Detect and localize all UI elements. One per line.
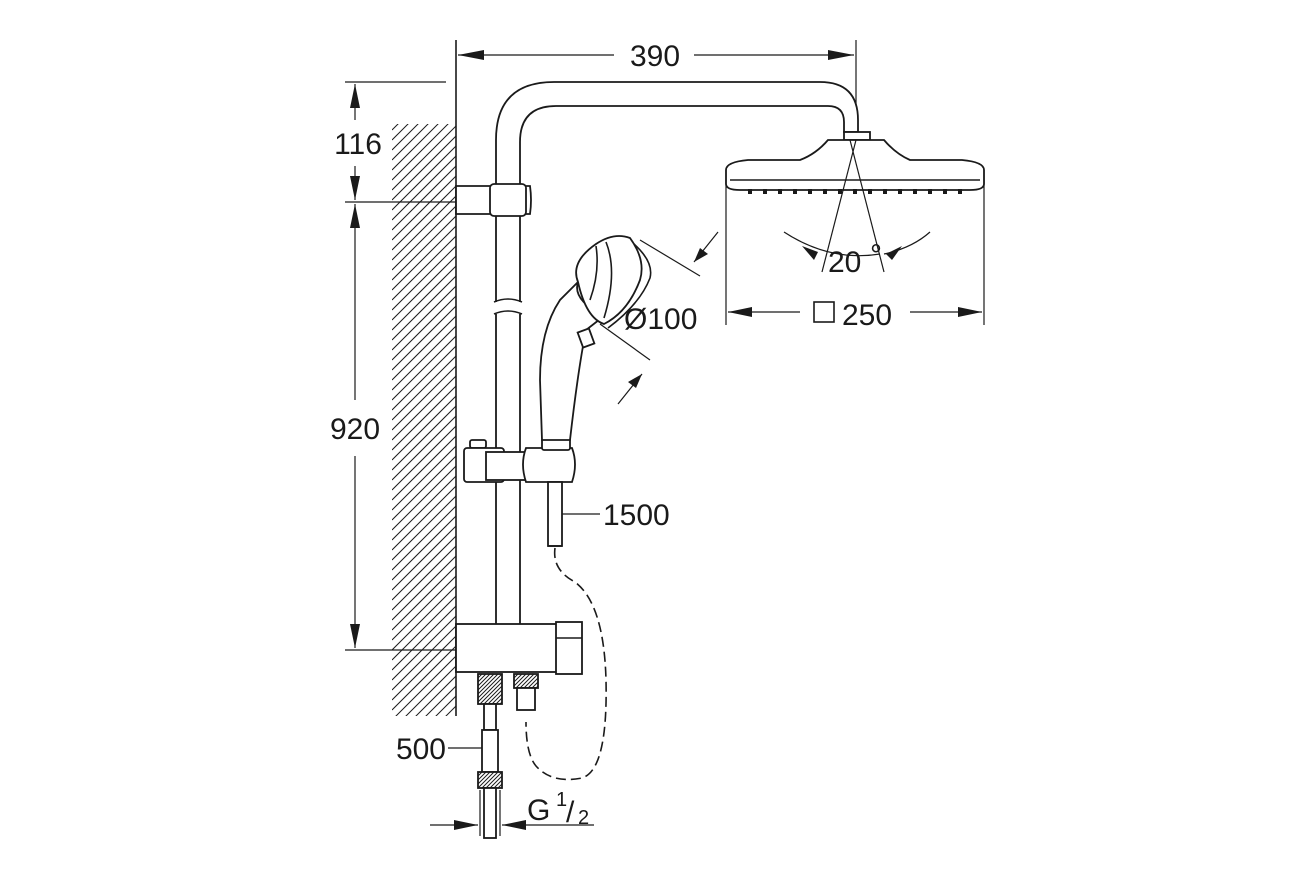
thread-letter: G — [527, 794, 550, 827]
arm-reach-label: 390 — [630, 40, 680, 73]
shower-hose — [525, 481, 607, 781]
hand-shower-diameter-lines — [599, 231, 719, 405]
top-offset-label: 116 — [334, 128, 382, 161]
rail-length-label: 920 — [330, 413, 380, 446]
hand-shower — [539, 235, 652, 441]
thread-denominator: 2 — [578, 807, 589, 829]
extension-lines — [345, 40, 985, 836]
head-angle-label: 20 — [828, 246, 861, 279]
head-angle-lines — [783, 139, 931, 273]
head-shower — [725, 131, 985, 194]
inlet-connectors — [477, 673, 539, 839]
hand-shower-holder — [463, 437, 576, 483]
upper-wall-bracket — [455, 183, 532, 217]
head-shower-size-label: 250 — [842, 299, 892, 332]
thread-slash: / — [566, 796, 575, 829]
dimension-lines — [350, 50, 982, 830]
wall — [392, 40, 457, 716]
thread-size-label: G 1 / 2 — [527, 789, 589, 829]
supply-hose-length-label: 500 — [396, 733, 446, 766]
thread-numerator: 1 — [556, 789, 567, 811]
square-symbol — [813, 301, 835, 323]
lower-bracket — [455, 621, 583, 675]
head-angle-unit: ° — [870, 239, 882, 272]
hose-length-label: 1500 — [603, 499, 670, 532]
hand-shower-diameter-label: Ø100 — [624, 303, 697, 336]
